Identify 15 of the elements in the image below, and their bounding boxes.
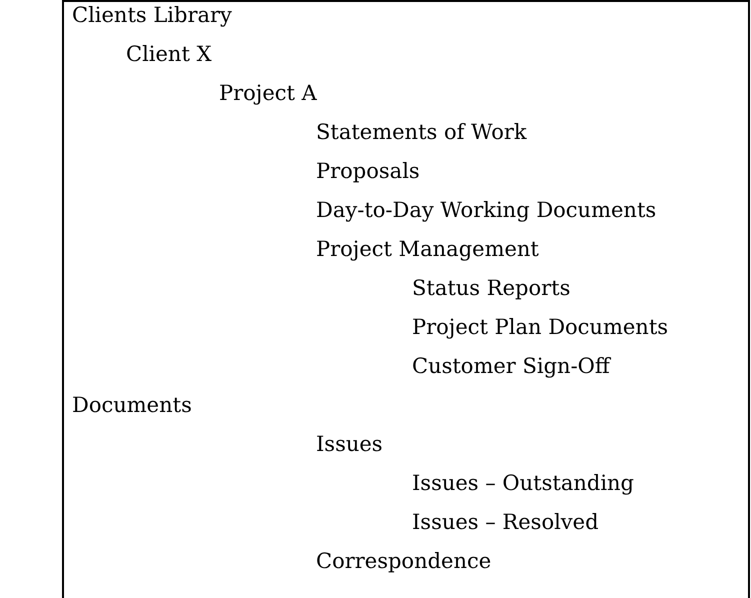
folder-name: Issues xyxy=(316,431,383,457)
folder-name: Statements of Work xyxy=(316,119,527,145)
folder-name: Customer Sign-Off xyxy=(412,353,610,379)
folder-name: Issues – Outstanding xyxy=(412,470,634,496)
folder-name: Day-to-Day Working Documents xyxy=(316,197,656,223)
folder-name: Project Management xyxy=(316,236,539,262)
folder-name: Issues – Resolved xyxy=(412,509,599,535)
folder-name: Project Plan Documents xyxy=(412,314,668,340)
folder-name: Status Reports xyxy=(412,275,570,301)
folder-name: Project A xyxy=(219,80,317,106)
folder-name: Client X xyxy=(126,41,212,67)
folder-name: Documents xyxy=(72,392,192,418)
folder-name: Correspondence xyxy=(316,548,492,574)
folder-name: Clients Library xyxy=(72,2,232,28)
folder-name: Proposals xyxy=(316,158,420,184)
